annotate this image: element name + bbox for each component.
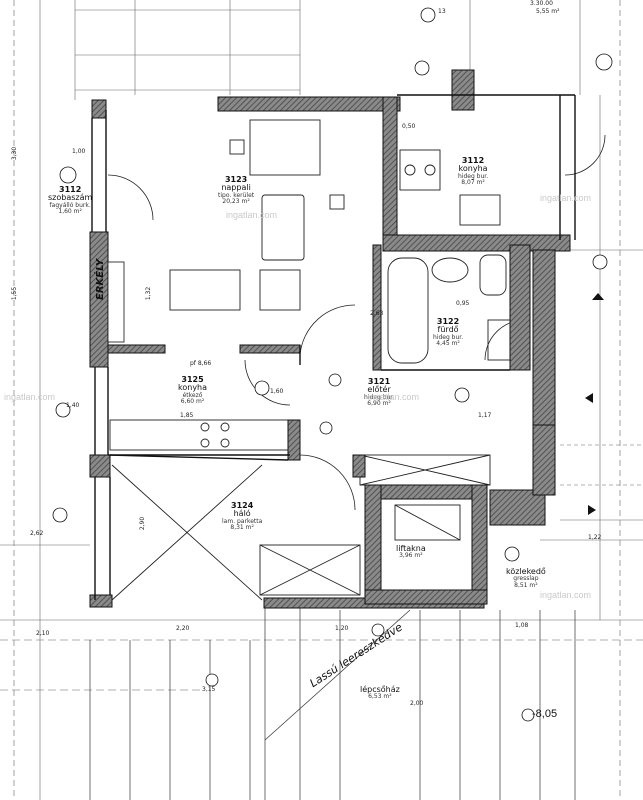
room-area: 8,51 m² [514, 581, 538, 589]
level-mark: -8,05 [532, 708, 558, 720]
dim-100: 1,00 [72, 148, 86, 155]
room-lepcsohaz: lépcsőház 6,53 m² [360, 685, 400, 701]
room-number: 3123 [224, 175, 248, 184]
top-area: 5,55 m² [536, 8, 560, 15]
dim-220: 2,20 [176, 625, 190, 632]
watermark: ingatlan.com [540, 193, 592, 203]
dim-290: 2,90 [139, 516, 147, 531]
room-floor: tipo. kerület [218, 191, 255, 199]
room-eloter: 3121 előtér hideg bur. 6,90 m² [364, 377, 395, 408]
dim-155: 1,55 [11, 286, 19, 301]
dim-132: 1,32 [145, 286, 153, 301]
outer-walls [91, 94, 576, 600]
top-number: 3.30.00 [530, 0, 553, 7]
room-area: 1,60 m² [58, 208, 82, 216]
room-number: 3112 [59, 185, 82, 194]
door-swings [107, 134, 606, 511]
dim-315: 3,15 [202, 686, 216, 693]
room-area: 8,31 m² [230, 524, 254, 532]
dim-330: 3,30 [11, 146, 19, 161]
room-name: előtér [367, 385, 391, 395]
walls [89, 69, 571, 609]
room-number: 3124 [231, 501, 254, 510]
room-floor: lam. parketta [222, 517, 263, 525]
room-name: szobaszám [48, 193, 93, 203]
room-area: 6,60 m² [180, 398, 205, 406]
room-area: 6,90 m² [367, 400, 391, 408]
room-area: 6,53 m² [368, 693, 392, 701]
room-name: nappali [221, 183, 251, 193]
room-name: konyha [458, 164, 488, 174]
staircase [89, 605, 576, 800]
dim-185: 1,85 [180, 412, 194, 419]
erkely-label: ERKÉLY [95, 258, 106, 300]
room-area: 3,96 m² [399, 552, 423, 560]
room-halo: 3124 háló lam. parketta 8,31 m² [222, 501, 263, 532]
room-konyha-top: 3112 konyha hideg bur. 8,07 m² [458, 156, 489, 187]
dim-120: 1,20 [335, 625, 349, 632]
room-nappali: 3123 nappali tipo. kerület 20,23 m² [218, 175, 255, 206]
room-area: 4,45 m² [436, 340, 460, 348]
room-number: 3122 [436, 317, 460, 326]
room-floor: hideg bur. [364, 393, 395, 401]
room-floor: étkező [182, 391, 203, 399]
room-name: lépcsőház [360, 685, 400, 694]
room-name: konyha [178, 383, 208, 393]
watermark: ingatlan.com [226, 210, 278, 220]
dim-095: 0,95 [456, 300, 470, 307]
dim-210: 2,10 [36, 630, 50, 637]
dim-160: 1,60 [270, 388, 284, 395]
room-szobaszam: 3112 szobaszám fagyálló burk. 1,60 m² [48, 185, 93, 216]
floor-text: pf 8,66 [190, 360, 212, 367]
room-name: liftakna [396, 544, 426, 553]
dim-140: 1,40 [66, 402, 80, 409]
arrow-markers [585, 293, 604, 515]
room-furdo: 3122 fürdő hideg bur. 4,45 m² [433, 317, 464, 348]
dim-200: 2,00 [410, 700, 424, 707]
dim-262: 2,62 [30, 530, 44, 537]
room-konyha-etkezo: 3125 konyha étkező 6,60 m² [178, 375, 208, 406]
dim-122: 1,22 [588, 534, 602, 541]
furniture [109, 119, 511, 601]
room-floor: hideg bur. [433, 333, 464, 341]
room-number: 3112 [461, 156, 485, 165]
room-floor: fagyálló burk. [49, 201, 91, 209]
room-floor: gresslap [513, 575, 539, 583]
room-name: közlekedő [506, 567, 546, 576]
room-kozlekedo: közlekedő gresslap 8,51 m² [506, 567, 546, 589]
room-name: fürdő [437, 325, 459, 335]
dim-050: 0,50 [402, 123, 416, 130]
watermark: ingatlan.com [4, 392, 56, 402]
section-tags [52, 7, 613, 722]
dim-117: 1,17 [478, 412, 492, 419]
room-floor: hideg bur. [458, 172, 489, 180]
room-name: háló [233, 509, 251, 519]
room-area: 20,23 m² [222, 198, 250, 206]
room-area: 8,07 m² [461, 179, 485, 187]
room-number: 3125 [181, 375, 204, 384]
dim-108: 1,08 [515, 622, 529, 629]
room-number: 3121 [367, 377, 391, 386]
watermark: ingatlan.com [540, 590, 592, 600]
room-liftakna: liftakna 3,96 m² [396, 544, 426, 560]
wall-code: 13 [438, 8, 446, 15]
dim-263: 2,63 [370, 310, 384, 317]
watermark: ingatlan.com [368, 392, 420, 402]
